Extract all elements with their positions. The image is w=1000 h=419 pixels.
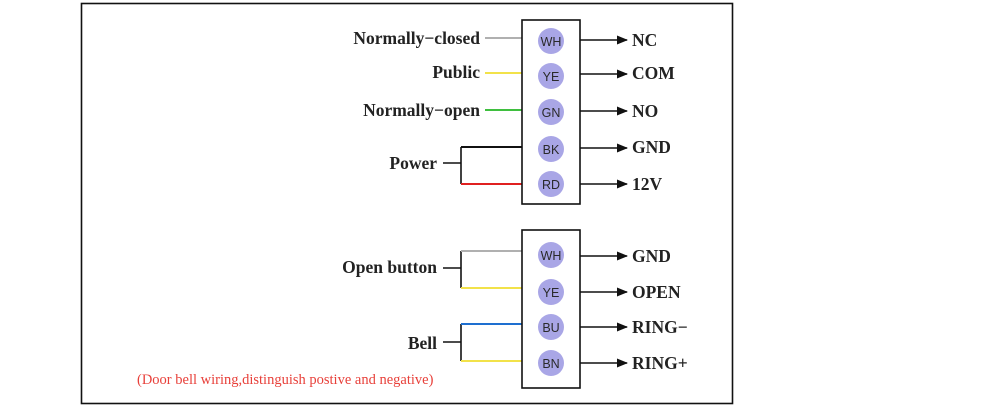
label-normally-closed: Normally−closed [353, 28, 480, 48]
output-gnd: GND [632, 137, 671, 157]
pin-code: BK [543, 143, 560, 157]
output-nc: NC [632, 30, 657, 50]
pin-a-wh: WH [538, 28, 564, 54]
connector-a: Normally−closed Public Normally−open Pow… [353, 19, 675, 205]
pin-code: RD [542, 178, 560, 192]
pin-a-gn: GN [538, 99, 564, 125]
pin-code: BU [542, 321, 559, 335]
output-12v: 12V [632, 174, 663, 194]
output-ring-minus: RING− [632, 317, 688, 337]
pin-circle [538, 99, 564, 125]
pin-circle [538, 28, 564, 54]
output-gnd-b: GND [632, 246, 671, 266]
pin-code: GN [542, 106, 561, 120]
output-ring-plus: RING+ [632, 353, 688, 373]
pin-code: YE [543, 70, 560, 84]
pin-b-wh: WH [538, 242, 564, 268]
pin-circle [538, 63, 564, 89]
label-bell: Bell [408, 333, 437, 353]
pin-circle [538, 171, 564, 197]
label-normally-open: Normally−open [363, 100, 480, 120]
pin-circle [538, 350, 564, 376]
pin-circle [538, 136, 564, 162]
pin-b-ye: YE [538, 279, 564, 305]
output-open: OPEN [632, 282, 681, 302]
label-power: Power [389, 153, 437, 173]
label-open-button: Open button [342, 257, 437, 277]
diagram-frame [80, 2, 734, 405]
connector-b: Open button Bell WH YE BU BN GND OPEN RI… [342, 229, 688, 389]
pin-code: WH [541, 249, 562, 263]
label-public: Public [432, 62, 480, 82]
pin-circle [538, 314, 564, 340]
pin-a-ye: YE [538, 63, 564, 89]
pin-code: YE [543, 286, 560, 300]
output-no: NO [632, 101, 658, 121]
output-com: COM [632, 63, 675, 83]
pin-circle [538, 279, 564, 305]
pin-b-bn: BN [538, 350, 564, 376]
wiring-note: (Door bell wiring,distinguish postive an… [137, 372, 434, 388]
pin-a-bk: BK [538, 136, 564, 162]
pin-code: BN [542, 357, 559, 371]
pin-circle [538, 242, 564, 268]
pin-a-rd: RD [538, 171, 564, 197]
pin-b-bu: BU [538, 314, 564, 340]
pin-code: WH [541, 35, 562, 49]
